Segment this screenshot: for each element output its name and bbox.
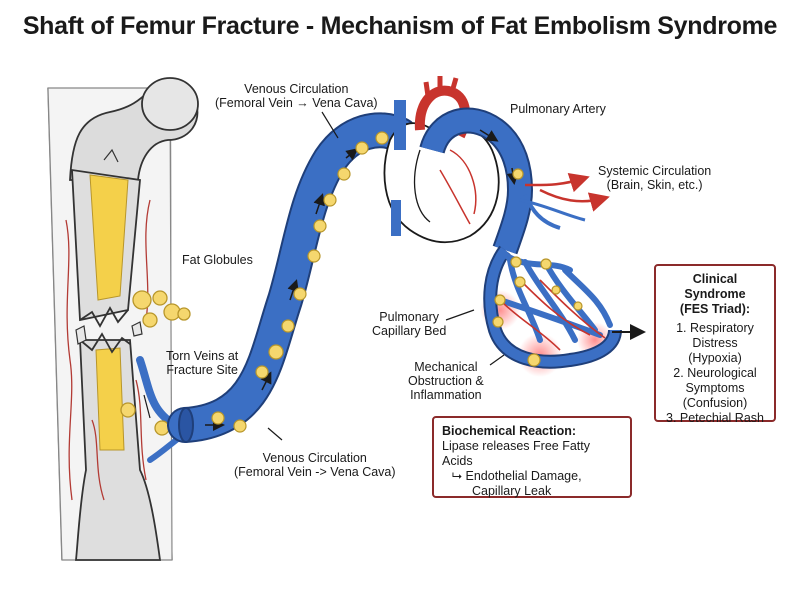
label-line: Obstruction & [408, 374, 484, 388]
label-line: Fracture Site [166, 363, 238, 377]
arrow-icon: ⮡ [452, 469, 463, 483]
label-pulmonary-capillary-bed: Pulmonary Capillary Bed [372, 310, 446, 338]
label-torn-veins: Torn Veins at Fracture Site [166, 349, 238, 377]
venous-vessel [167, 112, 418, 443]
clinical-heading-2: (FES Triad): [679, 302, 751, 316]
label-line: Torn Veins at [166, 349, 239, 363]
label-line: (Femoral Vein → Vena Cava) [215, 96, 378, 110]
label-venous-circulation-bottom: Venous Circulation (Femoral Vein -> Vena… [234, 451, 396, 479]
clinical-item: 3. Petechial Rash [666, 411, 764, 425]
label-fat-globules: Fat Globules [182, 253, 253, 267]
biochemical-line-2: ⮡ Endothelial Damage, [442, 469, 622, 484]
label-mechanical-obstruction: Mechanical Obstruction & Inflammation [408, 360, 484, 402]
vein-fat-globules [211, 131, 389, 433]
diagram-title: Shaft of Femur Fracture - Mechanism of F… [22, 12, 778, 40]
label-line: Pulmonary [379, 310, 440, 324]
clinical-item: Distress [692, 336, 738, 350]
biochemical-line-2-text: Endothelial Damage, [465, 469, 582, 483]
label-systemic-circulation: Systemic Circulation (Brain, Skin, etc.) [598, 164, 711, 192]
label-line: Venous Circulation [262, 451, 367, 465]
biochemical-line-1: Lipase releases Free Fatty Acids [442, 439, 590, 468]
heart [383, 76, 500, 244]
femur-bone [69, 77, 199, 561]
label-line: Systemic Circulation [598, 164, 712, 178]
fracture-fat-globules [120, 290, 191, 436]
pulmonary-capillary-bed [480, 245, 646, 377]
label-line: Inflammation [410, 388, 482, 402]
clinical-syndrome-box: Clinical Syndrome (FES Triad): 1. Respir… [654, 264, 776, 425]
clinical-item: 1. Respiratory [676, 321, 754, 335]
clinical-item: (Confusion) [682, 396, 748, 410]
label-line: Venous Circulation [244, 82, 349, 96]
leader-lines [143, 111, 505, 441]
label-venous-circulation-top: Venous Circulation (Femoral Vein → Vena … [215, 82, 378, 110]
biochemical-heading: Biochemical Reaction: [442, 424, 577, 438]
clinical-item: Symptoms [685, 381, 745, 395]
label-line: Capillary Bed [372, 324, 447, 338]
label-line: (Brain, Skin, etc.) [606, 178, 703, 192]
biochemical-reaction-box: Biochemical Reaction: Lipase releases Fr… [432, 416, 632, 498]
clinical-item: (Hypoxia) [688, 351, 742, 365]
clinical-heading-1: Clinical Syndrome [684, 272, 746, 301]
biochemical-line-3: Capillary Leak [472, 484, 552, 498]
clinical-item: 2. Neurological [673, 366, 757, 380]
label-line: Mechanical [414, 360, 478, 374]
label-pulmonary-artery: Pulmonary Artery [510, 102, 606, 116]
pulmonary-artery [419, 107, 610, 255]
label-line: (Femoral Vein -> Vena Cava) [234, 465, 396, 479]
